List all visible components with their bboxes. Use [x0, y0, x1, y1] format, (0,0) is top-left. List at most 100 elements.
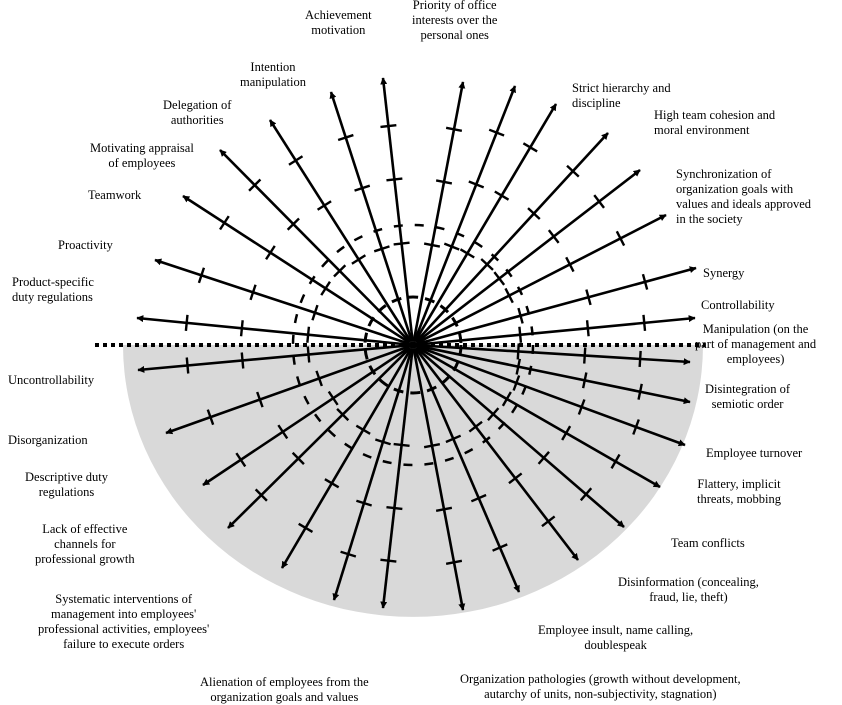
arrow-tick-mark — [219, 215, 230, 231]
arrow-tick-mark — [277, 424, 289, 440]
radial-arrow — [227, 346, 412, 529]
label-employee-turnover: Employee turnover — [706, 446, 803, 460]
arrow-tick-mark — [298, 522, 314, 533]
label-controllability: Controllability — [701, 298, 775, 312]
arrow-tick-mark — [522, 142, 538, 153]
label-organization-pathologies: Organization pathologies (growth without… — [460, 672, 741, 701]
arrow-tick-mark — [515, 358, 522, 375]
arrow-tick-mark — [320, 281, 331, 296]
arrow-tick-mark — [240, 352, 245, 369]
label-employee-insult: Employee insult, name calling,doublespea… — [538, 623, 694, 652]
arrow-tick-mark — [265, 245, 276, 260]
arrow-tick-mark — [615, 230, 626, 247]
arrow-tick-mark — [518, 326, 523, 343]
arrow-tick-mark — [492, 543, 508, 552]
arrow-tick-mark — [488, 128, 505, 137]
arrow-tick-mark — [340, 550, 357, 558]
arrow-tick-mark — [641, 273, 649, 290]
arrow-tick-mark — [239, 320, 244, 337]
arrow-tick-mark — [501, 391, 512, 407]
arrow-tick-mark — [354, 184, 371, 192]
arrow-tick-mark — [380, 123, 397, 129]
label-disinformation: Disinformation (concealing,fraud, lie, t… — [618, 575, 759, 604]
arrow-tick-mark — [380, 558, 397, 563]
radial-arrow — [136, 315, 410, 346]
arrow-tick-mark — [581, 372, 588, 389]
label-teamwork: Teamwork — [88, 188, 142, 202]
arrow-tick-mark — [470, 493, 487, 503]
arrow-tick-mark — [579, 487, 593, 502]
arrow-tick-mark — [288, 155, 304, 166]
arrow-tick-mark — [248, 178, 262, 192]
arrow-tick-mark — [493, 271, 506, 286]
arrow-tick-mark — [516, 343, 520, 360]
arrow-tick-mark — [508, 472, 523, 485]
arrow-tick-mark — [642, 314, 647, 331]
arrow-tick-mark — [374, 438, 391, 446]
middle-ring — [291, 223, 535, 467]
radial-arrow — [154, 258, 410, 345]
arrow-tick-mark — [386, 177, 403, 182]
arrow-tick-mark — [316, 200, 332, 211]
radial-arrow — [416, 344, 691, 405]
arrow-tick-mark — [337, 133, 354, 142]
radial-arrow — [413, 85, 517, 342]
radial-arrow — [416, 315, 696, 346]
label-proactivity: Proactivity — [58, 238, 113, 252]
arrow-tick-mark — [494, 190, 510, 201]
arrow-tick-mark — [610, 453, 621, 469]
arrow-tick-mark — [585, 289, 592, 306]
arrow-tick-mark — [445, 126, 463, 133]
arrow-tick-mark — [443, 242, 460, 251]
arrow-tick-mark — [249, 284, 257, 301]
radial-arrow — [414, 132, 609, 343]
radial-arrow — [380, 348, 414, 609]
center-point — [409, 341, 417, 349]
arrow-tick-mark — [585, 320, 590, 337]
arrow-tick-mark — [315, 370, 323, 387]
radial-arrow — [268, 119, 412, 343]
radial-arrow — [165, 345, 410, 435]
arrow-tick-mark — [423, 242, 441, 248]
arrow-tick-mark — [435, 506, 453, 512]
arrow-tick-mark — [423, 443, 441, 449]
arrow-tick-mark — [311, 304, 319, 321]
radial-arrow — [416, 266, 697, 346]
arrow-tick-mark — [336, 408, 350, 422]
arrow-tick-mark — [355, 424, 371, 435]
arrow-tick-mark — [561, 425, 572, 441]
radial-arrow — [415, 345, 661, 489]
arrow-tick-mark — [291, 451, 305, 465]
arrow-tick-mark — [235, 452, 247, 468]
arrow-tick-mark — [512, 375, 521, 391]
arrow-tick-mark — [256, 391, 264, 408]
arrow-tick-mark — [541, 515, 556, 528]
negative-zone-shading — [123, 345, 703, 617]
arrow-tick-mark — [445, 559, 463, 565]
arrow-tick-mark — [373, 245, 390, 253]
arrow-tick-mark — [459, 248, 475, 259]
arrow-tick-mark — [487, 407, 500, 422]
arrow-tick-mark — [206, 409, 215, 426]
arrow-tick-mark — [333, 264, 347, 278]
arrow-tick-mark — [435, 179, 453, 185]
arrow-tick-mark — [351, 254, 367, 265]
arrow-tick-mark — [356, 499, 373, 507]
center-circle — [363, 295, 463, 395]
arrow-tick-mark — [593, 194, 605, 209]
arrow-tick-mark — [547, 229, 560, 244]
